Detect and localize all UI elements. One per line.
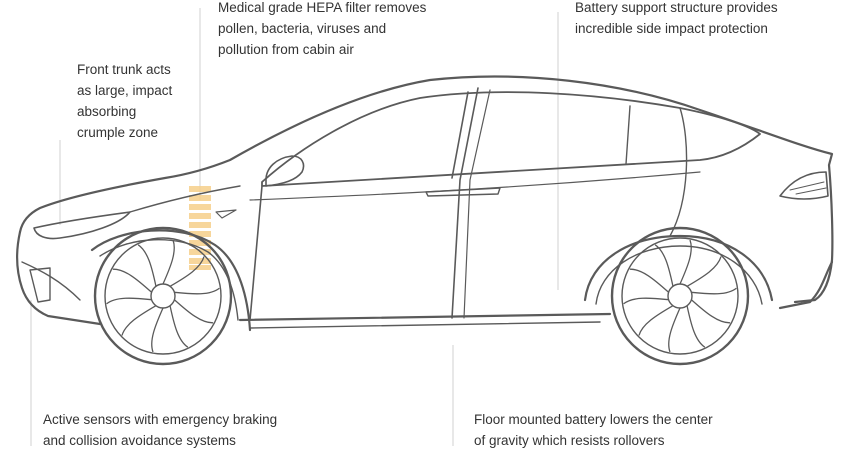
rear-wheel	[610, 226, 750, 366]
floor-battery-callout-line-1: Floor mounted battery lowers the center	[474, 412, 713, 427]
car-body	[16, 75, 834, 332]
front-trunk-callout-line-4: crumple zone	[77, 125, 159, 140]
leader-lines	[30, 8, 559, 446]
sensors-callout-line-2: and collision avoidance systems	[43, 433, 236, 448]
front-trunk-callout-line-1: Front trunk acts	[77, 62, 171, 77]
floor-battery-callout: Floor mounted battery lowers the center …	[474, 409, 713, 451]
front-wheel	[93, 226, 233, 366]
sensors-callout: Active sensors with emergency braking an…	[43, 409, 277, 451]
hepa-callout-line-1: Medical grade HEPA filter removes	[218, 0, 427, 15]
battery-support-callout: Battery support structure provides incre…	[575, 0, 778, 39]
crumple-zone-highlight	[189, 186, 211, 270]
front-trunk-callout-line-2: as large, impact	[77, 83, 173, 98]
front-trunk-callout: Front trunk acts as large, impact absorb…	[77, 59, 172, 143]
front-trunk-callout-line-3: absorbing	[77, 104, 137, 119]
floor-battery-callout-line-2: of gravity which resists rollovers	[474, 433, 665, 448]
hepa-callout-line-3: pollution from cabin air	[218, 42, 354, 57]
battery-support-callout-line-2: incredible side impact protection	[575, 21, 768, 36]
hepa-filter-callout: Medical grade HEPA filter removes pollen…	[218, 0, 426, 60]
hepa-callout-line-2: pollen, bacteria, viruses and	[218, 21, 387, 36]
sensors-callout-line-1: Active sensors with emergency braking	[43, 412, 278, 427]
battery-support-callout-line-1: Battery support structure provides	[575, 0, 778, 15]
